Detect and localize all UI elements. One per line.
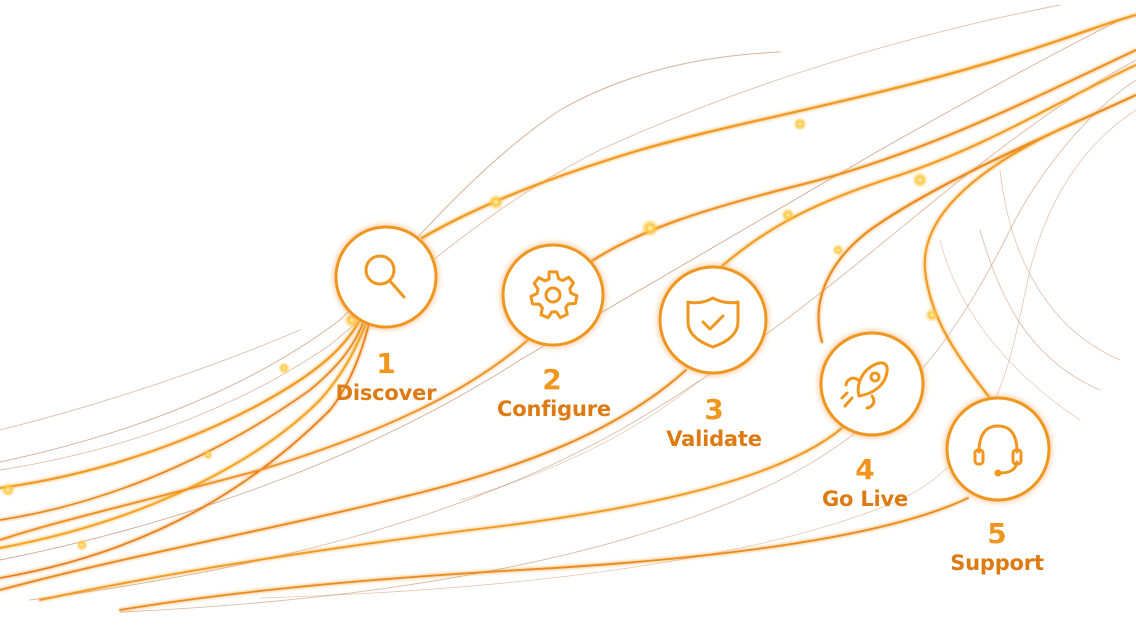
sparkle [278, 362, 290, 374]
step-label: Go Live [821, 487, 909, 511]
step-1: 1 Discover [331, 348, 441, 406]
rocket-icon [840, 361, 889, 410]
thread-line [999, 169, 1121, 361]
sparkle [203, 450, 213, 460]
sparkle [781, 208, 795, 222]
flow-line [721, 64, 1136, 267]
flow-line [0, 319, 371, 579]
thread-line [0, 4, 1061, 471]
step-node-2 [501, 243, 605, 347]
step-node-5 [945, 396, 1051, 502]
thread-line [459, 379, 701, 501]
thread-line [979, 229, 1101, 391]
thread-line [0, 329, 301, 431]
sparkle [488, 194, 504, 210]
step-label: Configure [497, 397, 611, 421]
thread-line [119, 79, 1136, 613]
sparkle [793, 117, 807, 131]
thread-line [0, 19, 1121, 561]
step-label: Discover [335, 381, 437, 405]
flow-line [39, 427, 843, 601]
flow-line [420, 13, 1136, 240]
sparkle [76, 539, 88, 551]
step-2: 2 Configure [497, 363, 611, 422]
sparkle [832, 244, 844, 256]
sparkle [1, 483, 15, 497]
step-node-4 [819, 331, 925, 437]
step-5: 5 Support [942, 518, 1052, 576]
step-number: 4 [855, 453, 875, 486]
flow-line [0, 339, 529, 541]
step-node-1 [334, 225, 438, 329]
step-node-3 [658, 265, 768, 375]
step-label: Support [950, 551, 1044, 575]
sparkle [641, 219, 659, 237]
sparkles [1, 117, 939, 551]
flow-line [589, 49, 1136, 263]
sparkle [925, 308, 939, 322]
step-nodes [334, 225, 1051, 502]
thread-line [939, 239, 1081, 421]
gear-icon [529, 270, 579, 320]
flow-line [0, 315, 363, 489]
flow-line [0, 317, 366, 521]
headset-icon [973, 424, 1023, 477]
flow-line [0, 369, 687, 591]
step-label: Validate [666, 427, 762, 451]
flow-lines [0, 13, 1136, 611]
step-number: 2 [542, 363, 562, 396]
shield-check-icon [686, 296, 740, 349]
flow-line [119, 497, 969, 611]
step-number: 3 [704, 393, 724, 426]
step-number: 1 [376, 347, 396, 380]
magnifier-icon [364, 254, 406, 299]
flow-line [817, 94, 1136, 343]
step-number: 5 [987, 517, 1007, 550]
step-3: 3 Validate [659, 394, 769, 452]
flow-line [923, 119, 1081, 399]
flow-line [0, 317, 369, 549]
sparkle [912, 172, 928, 188]
step-4: 4 Go Live [810, 454, 920, 512]
